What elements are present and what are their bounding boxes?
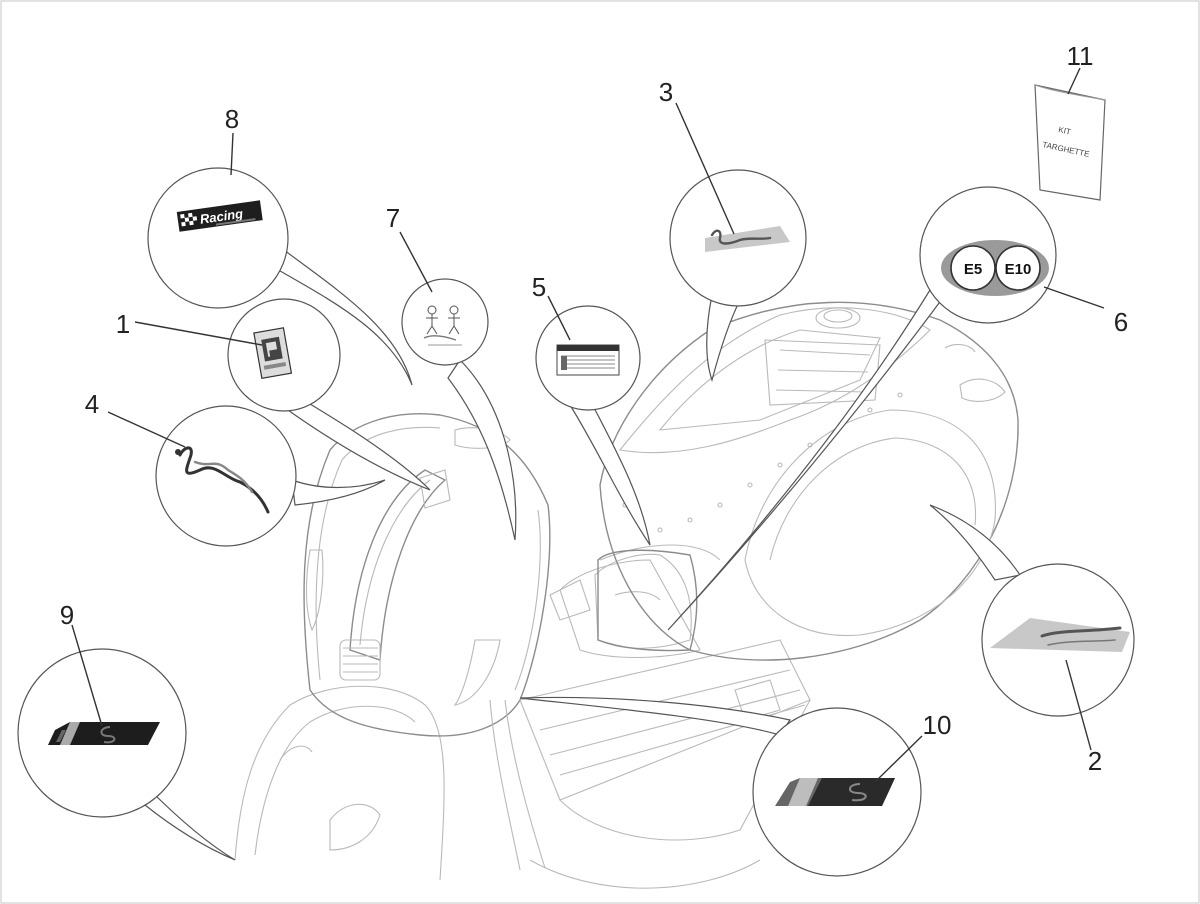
vespa-script-front [175, 446, 270, 514]
bubble-tails [144, 229, 1021, 861]
callout-1: 1 [116, 309, 130, 339]
rivet-row [612, 392, 903, 533]
fuel-label-badges: E5 E10 [941, 240, 1049, 296]
s-badge-front [48, 722, 160, 745]
bubble-8 [147, 167, 289, 309]
e10-badge [995, 245, 1041, 291]
racing-decal: Racing [176, 200, 263, 232]
callout-10: 10 [923, 710, 952, 740]
callout-5: 5 [532, 272, 546, 302]
child-safety-decal [423, 305, 462, 346]
kit-envelope: KIT TARGHETTE [1034, 84, 1106, 201]
callout-2: 2 [1088, 746, 1102, 776]
callout-7: 7 [386, 203, 400, 233]
callout-6: 6 [1114, 307, 1128, 337]
vespa-script-side [705, 226, 790, 252]
callout-9: 9 [60, 600, 74, 630]
callout-numbers: 1 2 3 4 5 6 7 8 9 10 11 [60, 41, 1128, 776]
callout-11: 11 [1067, 41, 1094, 71]
piaggio-badge [253, 327, 293, 379]
e5-text: E5 [964, 261, 982, 278]
callout-3: 3 [659, 77, 673, 107]
leader-lines [71, 67, 1105, 782]
s-badge-side [775, 778, 895, 806]
kit-text-line1: KIT [1058, 125, 1072, 136]
bubble-7 [401, 278, 489, 366]
sprint-decal [990, 618, 1130, 652]
e5-badge [950, 245, 996, 291]
warning-label [556, 344, 620, 376]
e10-text: E10 [1005, 261, 1032, 278]
callout-8: 8 [225, 104, 239, 134]
callout-4: 4 [85, 389, 99, 419]
